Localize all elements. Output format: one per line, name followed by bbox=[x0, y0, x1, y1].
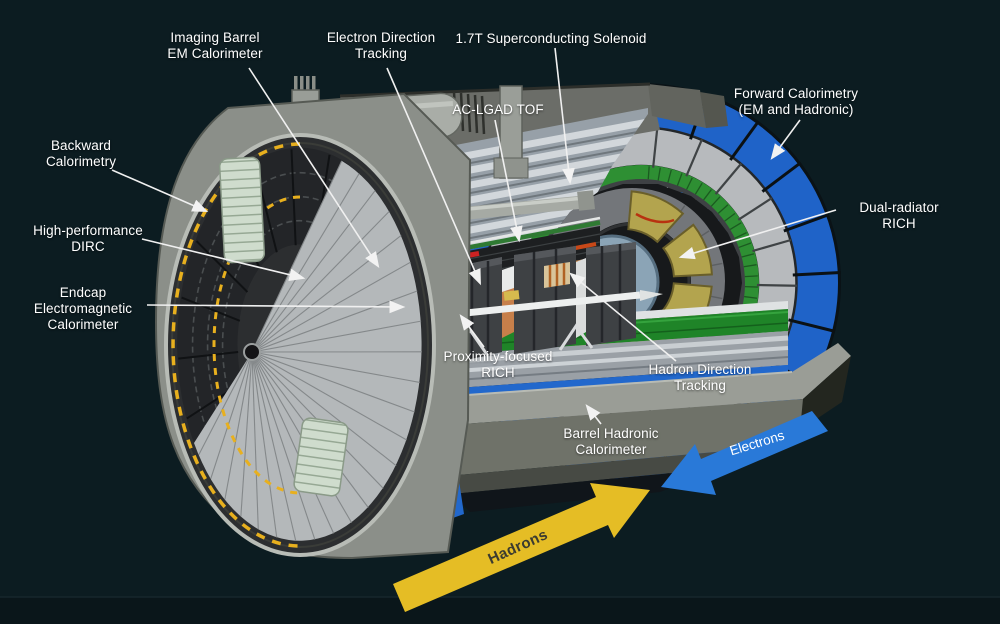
leader-dirc bbox=[141, 238, 306, 282]
hadrons-arrow bbox=[393, 483, 650, 612]
particle-arrows bbox=[393, 411, 828, 612]
floor bbox=[0, 596, 1000, 624]
leader-hadron-tracking bbox=[569, 272, 677, 362]
leader-aclgad-tof bbox=[494, 119, 523, 243]
leader-endcap-emcal bbox=[146, 300, 406, 314]
leader-backward-cal bbox=[111, 169, 209, 212]
leader-prox-rich bbox=[459, 314, 485, 348]
electrons-arrow bbox=[661, 411, 828, 495]
leader-barrel-hcal bbox=[585, 404, 602, 425]
leader-dual-rich bbox=[678, 209, 837, 260]
leader-lines bbox=[111, 47, 837, 425]
leader-imaging-barrel bbox=[248, 67, 380, 269]
leader-electron-tracking bbox=[386, 67, 481, 286]
leader-forward-cal bbox=[770, 119, 801, 160]
backward-endcap bbox=[154, 92, 472, 560]
barrel-hadronic-calorimeter bbox=[367, 343, 851, 512]
leader-solenoid bbox=[554, 47, 575, 185]
